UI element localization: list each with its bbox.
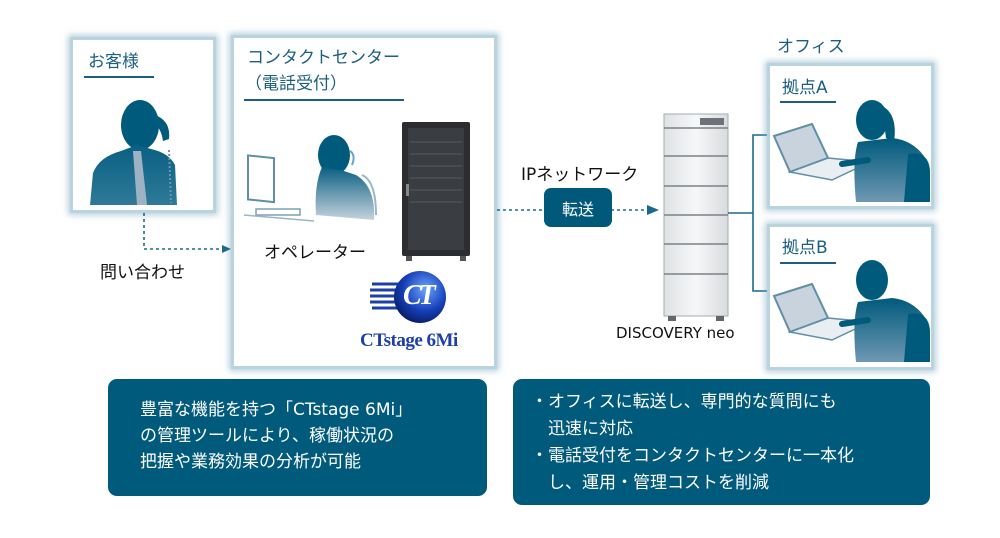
- office-title: オフィス: [777, 37, 845, 57]
- ctstage-features-line-1: 豊富な機能を持つ「CTstage 6Mi」: [140, 400, 413, 420]
- benefit-line-1: ・オフィスに転送し、専門的な質問にも: [531, 392, 837, 412]
- customer-title: お客様: [88, 52, 139, 72]
- operator-label: オペレーター: [264, 243, 366, 263]
- benefits-box: ・オフィスに転送し、専門的な質問にも 迅速に対応 ・電話受付をコンタクトセンター…: [513, 379, 930, 505]
- benefit-line-2: 迅速に対応: [531, 419, 633, 439]
- site-b-worker-laptop-icon: [772, 260, 930, 362]
- inquiry-label: 問い合わせ: [100, 263, 185, 283]
- benefit-line-4: し、運用・管理コストを削減: [531, 473, 769, 493]
- customer-title-underline: [84, 76, 154, 78]
- contact-center-title-line1: コンタクトセンター: [247, 48, 400, 68]
- transfer-badge: 転送: [544, 188, 612, 227]
- discovery-neo-device-icon: [663, 113, 729, 321]
- office-connector-lines: [728, 134, 772, 292]
- ctstage-features-line-2: の管理ツールにより、稼働状況の: [140, 426, 394, 446]
- site-a-worker-laptop-icon: [772, 100, 930, 202]
- ip-network-label: IPネットワーク: [521, 165, 639, 185]
- operator-with-headset-icon: [243, 135, 377, 222]
- contact-center-title-underline: [244, 99, 404, 101]
- site-b-underline: [780, 262, 836, 264]
- customer-person-on-phone-icon: [90, 100, 177, 205]
- ctstage-logo-mark: CT: [403, 280, 436, 311]
- device-name-label: DISCOVERY neo: [616, 324, 735, 342]
- server-rack-icon: [402, 122, 470, 261]
- contact-center-title-line2: （電話受付）: [245, 74, 347, 94]
- ctstage-features-box: 豊富な機能を持つ「CTstage 6Mi」 の管理ツールにより、稼働状況の 把握…: [108, 379, 487, 496]
- site-b-label: 拠点B: [782, 238, 828, 258]
- site-a-label: 拠点A: [782, 78, 828, 98]
- ctstage-logo-text: CTstage 6Mi: [360, 330, 458, 351]
- benefit-line-3: ・電話受付をコンタクトセンターに一本化: [531, 446, 854, 466]
- ctstage-logo-icon: [370, 271, 446, 323]
- site-a-underline: [780, 101, 836, 103]
- ctstage-features-line-3: 把握や業務効果の分析が可能: [140, 452, 361, 472]
- inquiry-arrow: [143, 213, 231, 253]
